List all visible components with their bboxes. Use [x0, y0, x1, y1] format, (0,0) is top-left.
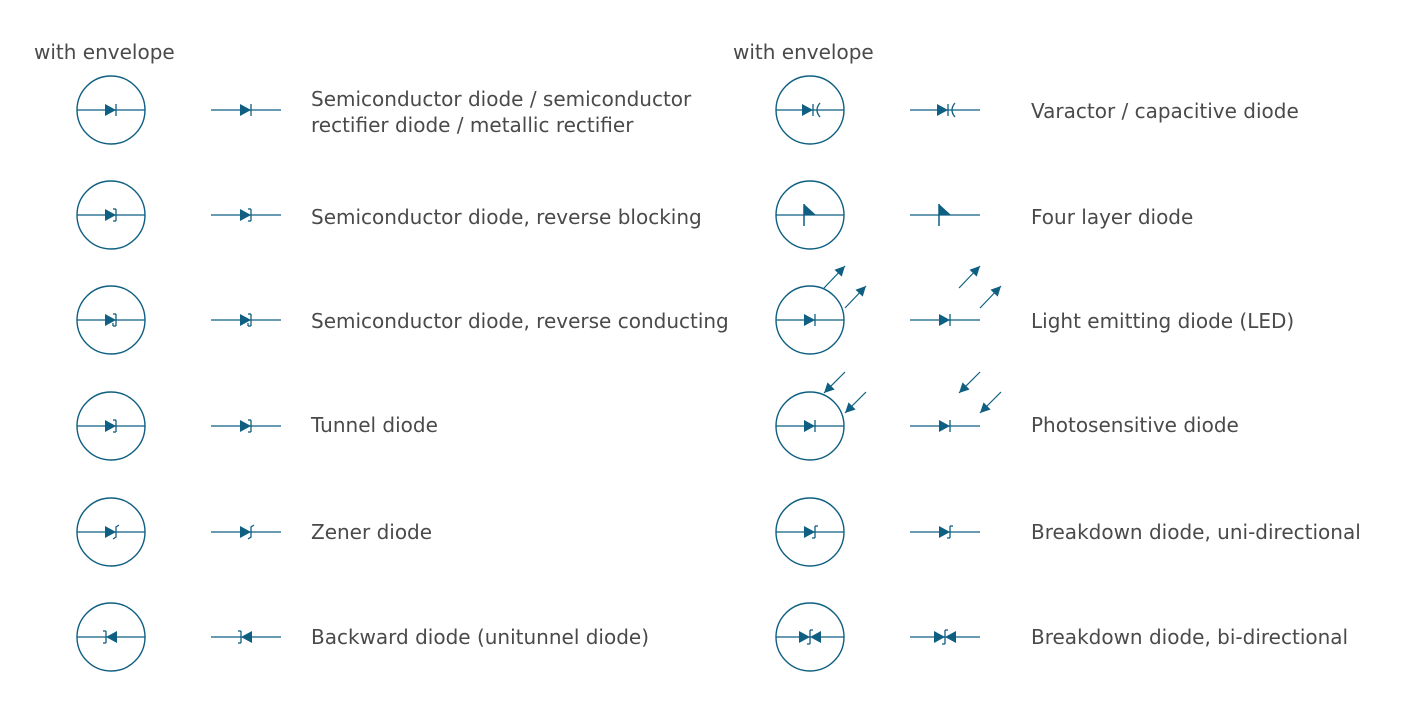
column-header-right: with envelope: [733, 40, 874, 64]
enveloped-varactor-diode-icon: [775, 75, 845, 145]
label-semiconductor-diode: Semiconductor diode / semiconductor rect…: [311, 86, 691, 138]
semiconductor-diode-icon: [211, 104, 281, 116]
enveloped-breakdown-bi-diode-icon: [775, 602, 845, 672]
enveloped-reverse-blocking-diode-icon: [76, 180, 146, 250]
enveloped-tunnel-diode-icon: [76, 391, 146, 461]
label-breakdown-bi-diode: Breakdown diode, bi-directional: [1031, 625, 1349, 649]
reverse-conducting-diode-icon: [211, 313, 281, 327]
enveloped-zener-diode-icon: [76, 497, 146, 567]
label-photosensitive-diode: Photosensitive diode: [1031, 413, 1239, 437]
label-varactor-diode: Varactor / capacitive diode: [1031, 99, 1299, 123]
enveloped-semiconductor-diode-icon: [76, 75, 146, 145]
led-diode-icon: [910, 265, 1002, 326]
varactor-diode-icon: [910, 102, 980, 118]
enveloped-reverse-conducting-diode-icon: [76, 285, 146, 355]
enveloped-four-layer-diode-icon: [775, 180, 845, 250]
breakdown-uni-diode-icon: [910, 525, 980, 539]
label-line: rectifier diode / metallic rectifier: [311, 113, 634, 137]
label-backward-diode: Backward diode (unitunnel diode): [311, 625, 650, 649]
label-four-layer-diode: Four layer diode: [1031, 205, 1194, 229]
zener-diode-icon: [211, 524, 281, 540]
photosensitive-diode-icon: [910, 371, 1002, 432]
label-line: Semiconductor diode / semiconductor: [311, 87, 692, 111]
label-led: Light emitting diode (LED): [1031, 309, 1295, 333]
reverse-blocking-diode-icon: [211, 208, 281, 222]
label-zener-diode: Zener diode: [311, 520, 433, 544]
breakdown-bi-diode-icon: [910, 629, 980, 645]
tunnel-diode-icon: [211, 419, 281, 433]
enveloped-photosensitive-diode-icon: [775, 371, 867, 461]
four-layer-diode-icon: [910, 204, 980, 226]
enveloped-led-diode-icon: [775, 265, 867, 355]
enveloped-backward-diode-icon: [76, 602, 146, 672]
label-reverse-conducting-diode: Semiconductor diode, reverse conducting: [311, 309, 729, 333]
column-header-left: with envelope: [34, 40, 175, 64]
enveloped-breakdown-uni-diode-icon: [775, 497, 845, 567]
label-breakdown-uni-diode: Breakdown diode, uni-directional: [1031, 520, 1361, 544]
backward-diode-icon: [211, 630, 281, 644]
label-reverse-blocking-diode: Semiconductor diode, reverse blocking: [311, 205, 702, 229]
label-tunnel-diode: Tunnel diode: [311, 413, 438, 437]
